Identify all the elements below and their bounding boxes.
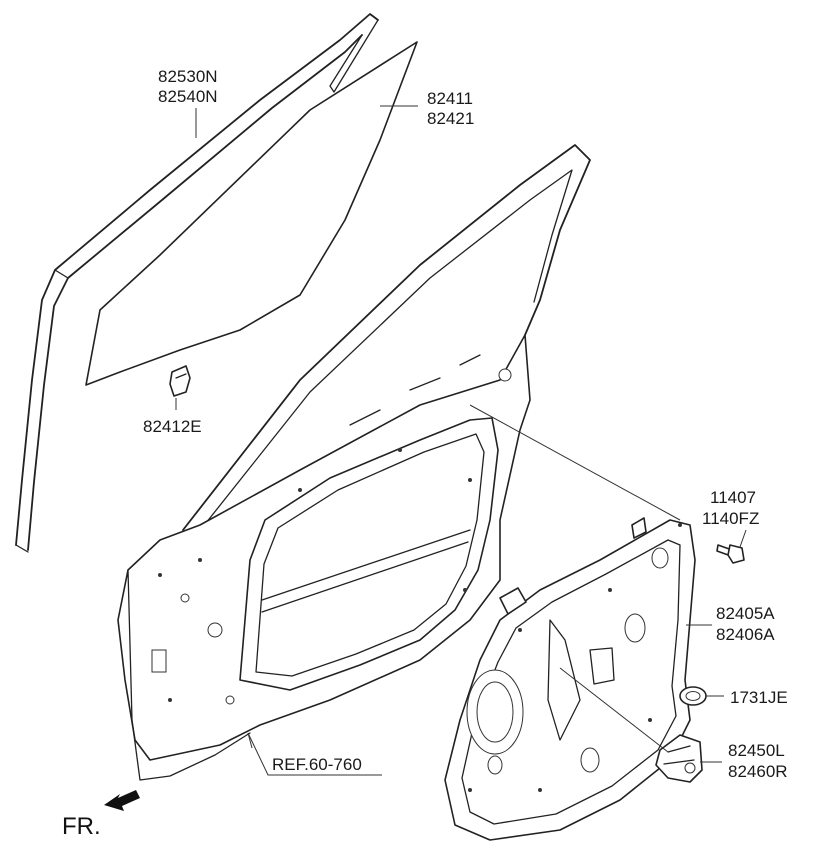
front-arrow-icon: [104, 790, 140, 811]
front-label: FR.: [62, 813, 101, 840]
actuator-drawing: [655, 734, 703, 783]
door-glass-drawing: [85, 41, 418, 386]
label-weatherstrip-2: 82540N: [158, 87, 218, 106]
weatherstrip-drawing: [15, 13, 379, 553]
plug-drawing: [679, 686, 707, 706]
label-module-panel-2: 82406A: [716, 625, 775, 644]
label-weatherstrip-1: 82530N: [158, 67, 218, 86]
module-panel-drawing: [444, 517, 696, 841]
label-actuator-2: 82460R: [728, 762, 788, 781]
leader-lines: [175, 105, 747, 776]
label-module-panel-1: 82405A: [716, 604, 775, 623]
label-glass-2: 82421: [427, 109, 474, 128]
label-reference: REF.60-760: [272, 755, 362, 774]
label-bolt-1: 11407: [710, 488, 756, 507]
label-bolt-2: 1140FZ: [702, 509, 759, 528]
door-frame-drawing: [117, 144, 591, 781]
label-glass-1: 82411: [427, 89, 473, 108]
label-plug: 1731JE: [730, 688, 788, 707]
label-glass-clip: 82412E: [143, 417, 202, 436]
front-indicator: FR.: [62, 790, 140, 840]
bolt-drawing: [716, 544, 745, 564]
label-actuator-1: 82450L: [728, 741, 785, 760]
glass-clip-drawing: [169, 365, 191, 397]
